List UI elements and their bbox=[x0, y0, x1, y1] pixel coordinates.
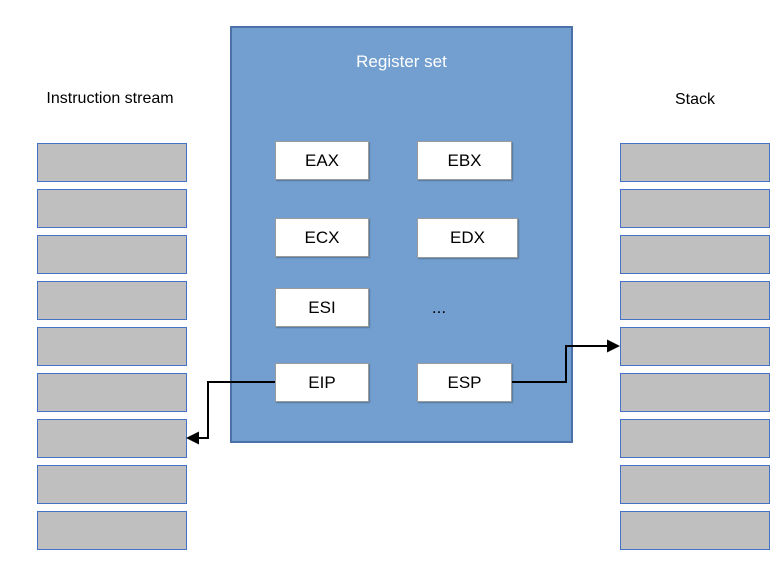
stack-row bbox=[620, 235, 770, 274]
stack-row bbox=[620, 189, 770, 228]
stack-row bbox=[620, 465, 770, 504]
instruction-row bbox=[37, 511, 187, 550]
stack-row bbox=[620, 373, 770, 412]
instruction-row bbox=[37, 143, 187, 182]
instruction-row bbox=[37, 327, 187, 366]
stack-row bbox=[620, 281, 770, 320]
register-edx: EDX bbox=[417, 218, 518, 258]
stack-label: Stack bbox=[674, 91, 715, 108]
instruction-stream-label: Instruction stream bbox=[46, 90, 174, 107]
register-esi: ESI bbox=[275, 288, 369, 327]
stack-row bbox=[620, 419, 770, 458]
instruction-row bbox=[37, 373, 187, 412]
stack-column bbox=[620, 143, 770, 550]
stack-row bbox=[620, 327, 770, 366]
register-ecx: ECX bbox=[275, 218, 369, 257]
registers-ellipsis: ... bbox=[431, 297, 447, 317]
register-set-title: Register set bbox=[356, 52, 447, 71]
instruction-row bbox=[37, 419, 187, 458]
instruction-row bbox=[37, 465, 187, 504]
instruction-row bbox=[37, 189, 187, 228]
instruction-stream-column bbox=[37, 143, 187, 550]
register-esp: ESP bbox=[417, 363, 512, 402]
register-eax: EAX bbox=[275, 141, 369, 180]
instruction-row bbox=[37, 235, 187, 274]
stack-row bbox=[620, 143, 770, 182]
register-eip: EIP bbox=[275, 363, 369, 402]
register-ebx: EBX bbox=[417, 141, 512, 180]
stack-row bbox=[620, 511, 770, 550]
instruction-row bbox=[37, 281, 187, 320]
